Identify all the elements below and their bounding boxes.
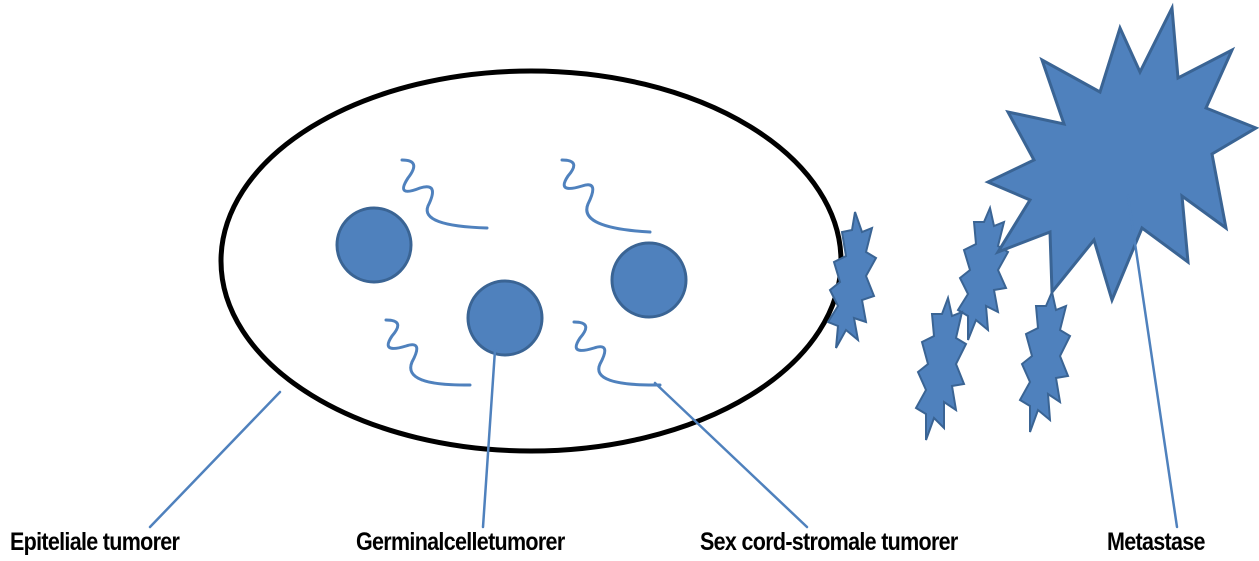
ovary-outline (221, 71, 841, 451)
label-epithelial-tumors: Epiteliale tumorer (10, 528, 179, 557)
stromal-fiber-3 (386, 320, 470, 385)
metastasis-starburst (988, 8, 1256, 300)
stromal-fiber-1 (402, 160, 487, 228)
germ-cell-center (468, 281, 542, 355)
tumor-fragment-2 (958, 208, 1008, 340)
leader-line-epithelial (150, 392, 280, 527)
germ-cell-left (337, 208, 411, 282)
tumor-fragment-3 (916, 298, 966, 440)
leader-line-germ-cell (483, 350, 495, 527)
stromal-fiber-2 (562, 160, 650, 232)
germ-cell-right (612, 243, 686, 317)
stromal-fiber-4 (574, 322, 660, 385)
label-metastasis: Metastase (1107, 528, 1205, 557)
label-sex-cord-stromal-tumors: Sex cord-stromale tumorer (700, 528, 958, 557)
tumor-fragment-4 (1020, 292, 1070, 432)
label-germ-cell-tumors: Germinalcelletumorer (356, 528, 564, 557)
